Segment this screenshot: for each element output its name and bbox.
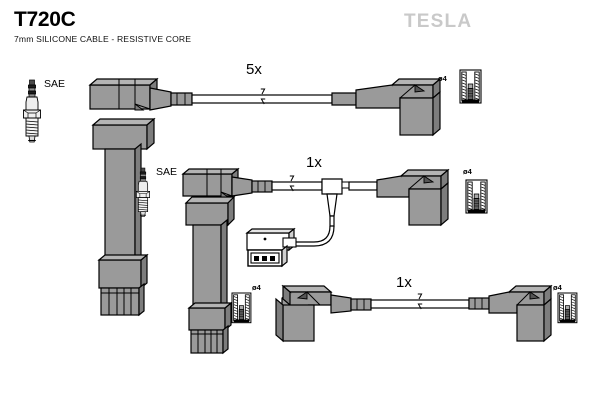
distributor-boot-top (91, 117, 156, 317)
brand-logo: TESLA (404, 11, 472, 32)
distributor-boot-middle (184, 195, 236, 355)
diameter-label-bottom-left: ø4 (252, 283, 262, 292)
terminal-socket-middle-right (465, 179, 488, 214)
quantity-label-bottom: 1x (396, 274, 412, 291)
assembly-top: 5x SAE ø4 (44, 61, 482, 317)
sensor-lead-middle (296, 225, 335, 247)
terminal-socket-top-right (459, 69, 482, 104)
quantity-label-middle: 1x (306, 154, 322, 171)
boot-right-middle (376, 168, 450, 227)
assembly-middle: 1x SAE ø4 (156, 154, 488, 355)
cable-bottom (370, 293, 470, 310)
assembly-bottom: 1x ø4 ø4 (231, 274, 578, 343)
boot-left-bottom (275, 284, 372, 343)
boot-right-bottom (468, 284, 553, 343)
terminal-socket-bottom-right (557, 292, 578, 324)
terminal-socket-bottom-left (231, 292, 252, 324)
cable-middle-right (348, 181, 378, 191)
boot-right-top (331, 77, 442, 137)
tee-junction-middle (321, 178, 350, 227)
boot-left-middle (181, 167, 273, 198)
quantity-label-top: 5x (246, 61, 262, 78)
spark-plug-top (22, 79, 42, 143)
page-subtitle: 7mm SILICONE CABLE - RESISTIVE CORE (14, 34, 191, 44)
sae-label-middle: SAE (156, 166, 177, 178)
page-title: T720C (14, 8, 76, 31)
cable-top (191, 88, 333, 105)
boot-left-top (88, 77, 193, 111)
sae-label-top: SAE (44, 78, 65, 90)
diameter-label-middle-right: ø4 (463, 167, 473, 176)
sensor-connector-middle (245, 227, 297, 268)
cable-middle-left (271, 175, 323, 192)
diameter-label-bottom-right: ø4 (553, 283, 563, 292)
diameter-label-top-right: ø4 (438, 74, 448, 83)
